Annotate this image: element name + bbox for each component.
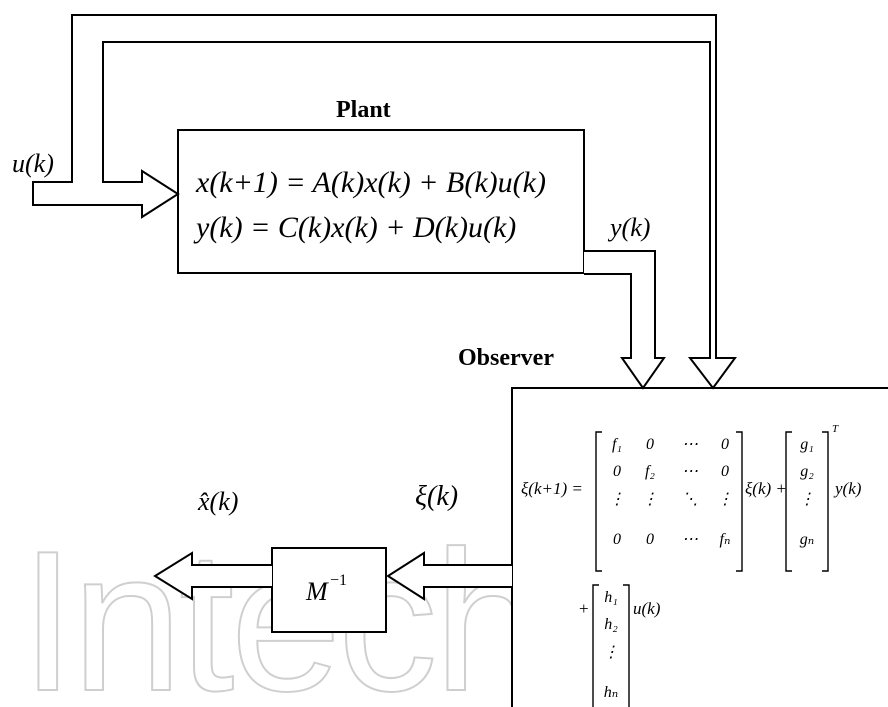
h-vector-left-bracket [592, 584, 599, 707]
h-vector-right-bracket [623, 584, 630, 707]
g-vector-cell: gₙ [800, 531, 814, 548]
g-vector-right-bracket [822, 431, 829, 572]
g-vector-cell: g₁ [800, 436, 814, 453]
input-bus-arrow [32, 14, 737, 390]
output-arrow [584, 250, 666, 390]
observer-title: Observer [458, 345, 554, 371]
plant-block [177, 129, 585, 274]
h-vector-cell: h₂ [604, 616, 618, 633]
f-matrix-left-bracket [595, 431, 602, 572]
f-matrix-cell: 0 [613, 463, 621, 480]
f-matrix-cell: ⋮ [609, 491, 625, 508]
f-matrix-cell: f₁ [612, 436, 622, 453]
plant-output-equation: y(k) = C(k)x(k) + D(k)u(k) [193, 211, 516, 244]
observer-block [511, 387, 888, 707]
xi-label: ξ(k) [415, 481, 458, 512]
plant-title: Plant [336, 97, 391, 123]
h-vector-cell: hₙ [604, 684, 618, 701]
f-matrix-cell: ⋱ [682, 491, 698, 508]
f-matrix-cell: 0 [646, 436, 654, 453]
estimate-arrow [153, 551, 272, 601]
estimate-label: x̂(k) [197, 487, 238, 516]
inverse-base: M [305, 577, 329, 606]
observer-plus: + [579, 599, 589, 618]
f-matrix: f₁ 0 ⋯ 0 0 f₂ ⋯ 0 ⋮ ⋮ ⋱ ⋮ 0 0 ⋯ fₙ [609, 436, 733, 548]
f-matrix-cell: ⋮ [642, 491, 658, 508]
xi-arrow [386, 551, 512, 601]
f-matrix-right-bracket [736, 431, 743, 572]
g-vector: g₁ g₂ ⋮ gₙ [799, 436, 815, 548]
f-matrix-cell: ⋯ [682, 436, 698, 453]
h-vector-cell: h₁ [604, 589, 618, 606]
g-transpose: T [832, 423, 839, 435]
f-matrix-cell: f₂ [645, 463, 655, 480]
g-vector-cell: g₂ [800, 463, 814, 480]
h-vector-cell: ⋮ [603, 644, 619, 661]
plant-state-equation: x(k+1) = A(k)x(k) + B(k)u(k) [195, 166, 546, 199]
f-matrix-cell: fₙ [720, 531, 731, 548]
f-matrix-cell: 0 [613, 531, 621, 548]
observer-xi-term: ξ(k) + [745, 479, 787, 498]
h-vector: h₁ h₂ ⋮ hₙ [603, 589, 619, 701]
f-matrix-cell: ⋯ [682, 463, 698, 480]
output-label: y(k) [607, 213, 650, 242]
f-matrix-cell: ⋮ [717, 491, 733, 508]
f-matrix-cell: 0 [721, 463, 729, 480]
inverse-block [271, 547, 387, 633]
g-vector-left-bracket [785, 431, 792, 572]
inverse-exponent: −1 [330, 572, 347, 589]
observer-lhs: ξ(k+1) = [521, 479, 583, 498]
f-matrix-cell: 0 [721, 436, 729, 453]
observer-u-term: u(k) [633, 599, 661, 618]
f-matrix-cell: 0 [646, 531, 654, 548]
input-label: u(k) [12, 149, 54, 178]
g-vector-cell: ⋮ [799, 491, 815, 508]
observer-y-term: y(k) [833, 479, 862, 498]
f-matrix-cell: ⋯ [682, 531, 698, 548]
